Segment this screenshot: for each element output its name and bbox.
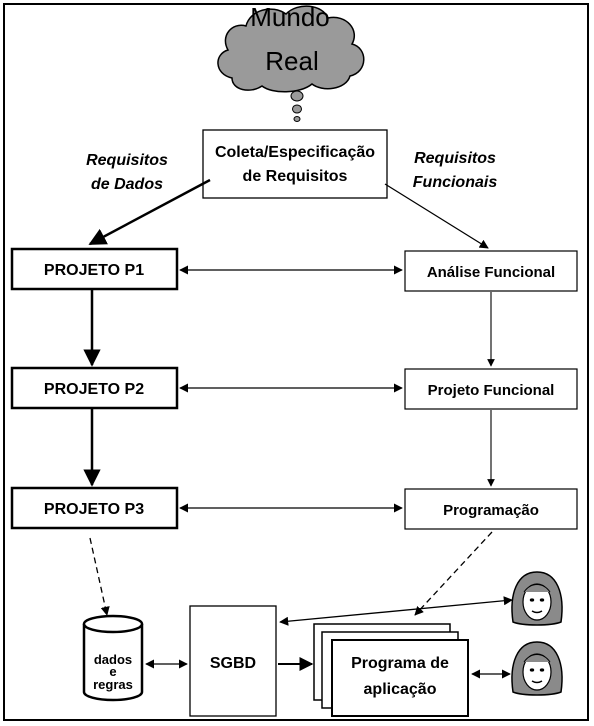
cloud-text-line2: Real xyxy=(265,46,318,76)
data-requirements-label-1: Requisitos xyxy=(86,152,168,169)
programacao-label: Programação xyxy=(443,502,539,519)
data-requirements-label-2: de Dados xyxy=(91,176,163,193)
collect-text-line1: Coleta/Especificação xyxy=(215,144,375,161)
application-programs-stack: Programa de aplicação xyxy=(313,623,469,717)
projeto-p1-box: PROJETO P1 xyxy=(10,247,179,291)
cloud-mundo-real: Mundo Real xyxy=(217,2,365,93)
functional-requirements-label-1: Requisitos xyxy=(414,150,496,167)
sgbd-label: SGBD xyxy=(210,655,256,672)
projeto-p2-box: PROJETO P2 xyxy=(10,366,179,410)
analise-funcional-box: Análise Funcional xyxy=(404,250,578,292)
arrow-user-sgbd xyxy=(279,596,513,626)
dashed-arrow-p3-db xyxy=(89,537,110,616)
arrow-to-analise xyxy=(384,183,489,249)
database-cylinder: dados e regras xyxy=(82,614,144,702)
projeto-p2-label: PROJETO P2 xyxy=(44,381,144,398)
cloud-text-line1: Mundo xyxy=(250,2,330,32)
projeto-p3-box: PROJETO P3 xyxy=(10,486,179,530)
programacao-box: Programação xyxy=(404,488,578,530)
collect-requirements-box: Coleta/Especificação de Requisitos xyxy=(202,129,388,199)
sgbd-box: SGBD xyxy=(189,605,277,717)
arrow-to-p1 xyxy=(88,178,211,246)
projeto-p3-label: PROJETO P3 xyxy=(44,501,144,518)
projeto-funcional-label: Projeto Funcional xyxy=(428,382,555,399)
analise-funcional-label: Análise Funcional xyxy=(427,264,555,281)
db-text-line2: e xyxy=(109,664,116,679)
user-face-icon-top xyxy=(511,571,563,626)
program-text-line2: aplicação xyxy=(364,681,437,698)
collect-text-line2: de Requisitos xyxy=(243,168,348,185)
projeto-funcional-box: Projeto Funcional xyxy=(404,368,578,410)
db-text-line3: regras xyxy=(93,677,133,692)
projeto-p1-label: PROJETO P1 xyxy=(44,262,144,279)
functional-requirements-label-2: Funcionais xyxy=(413,174,498,191)
program-text-line1: Programa de xyxy=(351,655,449,672)
thought-bubbles xyxy=(290,90,304,122)
db-text-line1: dados xyxy=(94,652,132,667)
user-face-icon-bottom xyxy=(511,641,563,696)
diagram-frame xyxy=(3,3,589,721)
cloud-shape xyxy=(217,5,365,93)
